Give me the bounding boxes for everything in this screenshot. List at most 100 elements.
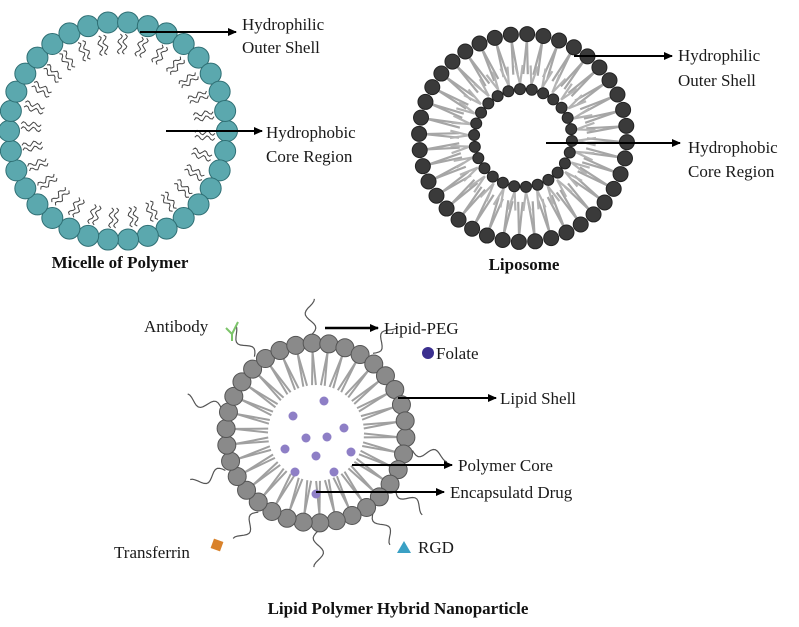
liposome-inner-tail <box>513 191 517 211</box>
peg-chain <box>235 325 256 357</box>
micelle-head <box>96 11 119 34</box>
micelle-tail <box>72 199 85 218</box>
hybrid-group: Antibody Lipid-PEG Folate Lipid Shell Po… <box>114 298 576 618</box>
liposome-outer-tail <box>424 142 460 151</box>
liposome-inner-head <box>470 117 483 130</box>
liposome-inner-tail <box>451 145 471 155</box>
micelle-head <box>41 206 64 229</box>
liposome-outer-tail <box>429 102 465 115</box>
hybrid-head <box>237 480 257 500</box>
liposome-inner-tail <box>450 129 470 137</box>
liposome-outer-head <box>417 93 434 110</box>
hybrid-tail <box>234 436 269 446</box>
micelle-head <box>208 159 231 182</box>
liposome-inner-head <box>551 166 564 179</box>
liposome-caption: Liposome <box>489 255 560 274</box>
micelle-group: Hydrophilic Outer Shell Hydrophobic Core… <box>0 11 356 272</box>
liposome-inner-tail <box>524 191 532 211</box>
micelle-tail <box>20 126 42 133</box>
micelle-tail <box>166 56 182 72</box>
liposome-outer-head <box>609 86 626 103</box>
hybrid-tail <box>282 357 300 389</box>
micelle-tail <box>22 145 44 152</box>
micelle-tail <box>181 76 199 89</box>
micelle-tail <box>20 121 42 128</box>
micelle-tail <box>178 72 196 85</box>
liposome-core-label-line1: Hydrophobic <box>688 138 778 157</box>
hybrid-tail <box>248 385 279 406</box>
liposome-inner-tail <box>506 66 510 86</box>
liposome-outer-head <box>464 220 481 237</box>
micelle-head <box>155 217 178 240</box>
micelle-core-label-line1: Hydrophobic <box>266 123 356 142</box>
liposome-inner-head <box>486 170 499 183</box>
liposome-outer-head <box>543 230 560 247</box>
liposome-outer-head <box>565 39 582 56</box>
liposome-inner-head <box>563 146 576 159</box>
transferrin-icon <box>210 538 224 552</box>
micelle-tail <box>23 105 44 115</box>
drug-dot <box>322 432 332 442</box>
hybrid-head <box>286 335 306 355</box>
micelle-tail <box>51 187 66 203</box>
liposome-inner-tail <box>541 70 554 89</box>
hybrid-head <box>270 341 290 361</box>
liposome-inner-tail <box>473 175 486 193</box>
liposome-inner-head <box>555 101 568 114</box>
liposome-outer-tail <box>480 47 500 80</box>
liposome-outer-head <box>596 194 613 211</box>
liposome-inner-head <box>482 97 495 110</box>
hybrid-drug-dots <box>280 396 356 499</box>
micelle-tail <box>43 67 59 83</box>
micelle-head <box>26 46 49 69</box>
hybrid-heads <box>216 333 416 533</box>
micelle-head <box>214 140 237 163</box>
liposome-inner-tail <box>541 68 547 88</box>
liposome-inner-tail <box>491 71 500 91</box>
liposome-inner-tail <box>522 191 528 212</box>
liposome-outer-head <box>428 187 445 204</box>
hybrid-head <box>342 505 362 525</box>
liposome-inner-tail <box>567 100 587 110</box>
liposome-outer-head <box>411 142 428 159</box>
micelle-head <box>58 217 81 240</box>
liposome-outer-tail <box>467 54 491 85</box>
micelle-head <box>172 33 195 56</box>
liposome-outer-tail <box>546 44 559 80</box>
liposome-outer-head <box>444 53 461 70</box>
micelle-tail <box>54 190 70 206</box>
micelle-core-label-line2: Core Region <box>266 147 353 166</box>
liposome-inner-tail <box>576 136 597 142</box>
micelle-tail <box>87 204 97 224</box>
micelle-head <box>199 62 222 85</box>
liposome-outer-tail <box>427 152 462 166</box>
peg-chain <box>372 326 399 354</box>
liposome-outer-head <box>420 173 437 190</box>
polymer-core-label: Polymer Core <box>458 456 553 475</box>
liposome-inner-head <box>531 178 544 191</box>
micelle-head <box>77 15 100 38</box>
lipid-shell-label: Lipid Shell <box>500 389 576 408</box>
liposome-outer-tail <box>460 186 483 217</box>
liposome-inner-head <box>558 157 571 170</box>
liposome-inner-tail <box>492 187 505 206</box>
liposome-inner-head <box>478 162 491 175</box>
liposome-inner-tail <box>507 190 516 210</box>
hybrid-head <box>217 435 237 455</box>
micelle-head <box>14 62 37 85</box>
peg-chain <box>187 393 222 409</box>
hybrid-head <box>262 501 282 521</box>
hybrid-tail <box>361 406 395 421</box>
micelle-shell-label-line1: Hydrophilic <box>242 15 325 34</box>
liposome-outer-head <box>572 216 589 233</box>
micelle-tail <box>132 205 139 227</box>
liposome-inner-tail <box>575 150 595 155</box>
liposome-outer-head <box>558 224 575 241</box>
hybrid-tail <box>358 392 389 413</box>
liposome-inner-head <box>472 152 485 165</box>
micelle-head <box>41 33 64 56</box>
liposome-inner-head <box>542 173 555 186</box>
hybrid-head <box>224 386 244 406</box>
liposome-outer-head <box>413 109 430 126</box>
liposome-outer-tail <box>536 40 544 76</box>
